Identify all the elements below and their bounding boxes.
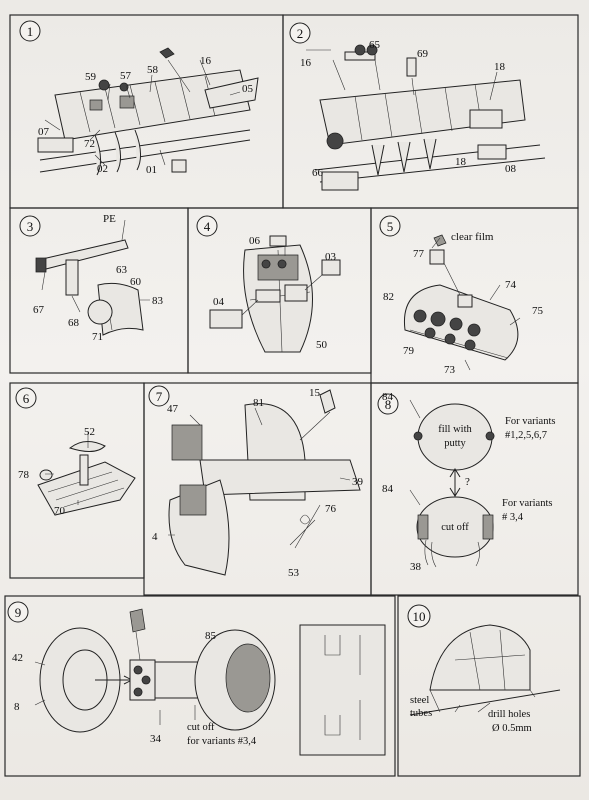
panel-7: 7 15 47 81 39 76 4 53 bbox=[143, 382, 372, 596]
label-63: 63 bbox=[116, 264, 128, 276]
label-02: 02 bbox=[97, 163, 108, 175]
label-53: 53 bbox=[288, 567, 300, 579]
label-84a: 84 bbox=[382, 391, 394, 403]
label-PE: PE bbox=[103, 213, 116, 225]
panel-9: 9 42 85 8 34 cut off for variants #3,4 bbox=[4, 595, 396, 777]
panel-10-number: 10 bbox=[413, 609, 426, 624]
label-77: 77 bbox=[413, 248, 425, 260]
label-70: 70 bbox=[54, 505, 66, 517]
label-15: 15 bbox=[309, 387, 321, 399]
panel-4-number-circle bbox=[196, 215, 218, 237]
cut-off-text-9: cut off bbox=[187, 722, 215, 733]
label-08: 08 bbox=[505, 163, 517, 175]
panel-6-number: 6 bbox=[23, 391, 30, 406]
panel-5: 5 clear film 77 74 82 75 79 73 bbox=[370, 207, 579, 384]
panel-7-number-circle bbox=[148, 385, 170, 407]
steel-text: steel bbox=[410, 695, 429, 706]
label-18b: 18 bbox=[455, 156, 467, 168]
label-66: 66 bbox=[312, 167, 324, 179]
label-82: 82 bbox=[383, 291, 394, 303]
variants-upper-line2: #1,2,5,6,7 bbox=[505, 430, 547, 441]
label-38: 38 bbox=[410, 561, 422, 573]
label-4: 4 bbox=[152, 531, 158, 543]
label-16: 16 bbox=[200, 55, 212, 67]
label-67: 67 bbox=[33, 304, 45, 316]
for-variants-text-9: for variants #3,4 bbox=[187, 736, 257, 747]
label-06: 06 bbox=[249, 235, 261, 247]
fill-with-text: fill with bbox=[438, 424, 472, 435]
panel-9-number-circle bbox=[7, 601, 29, 623]
panel-10-number-circle bbox=[407, 604, 431, 628]
label-8: 8 bbox=[14, 701, 20, 713]
diameter-text: Ø 0.5mm bbox=[492, 723, 532, 734]
label-79: 79 bbox=[403, 345, 415, 357]
label-05: 05 bbox=[242, 83, 254, 95]
variants-lower-line1: For variants bbox=[502, 498, 552, 509]
label-57: 57 bbox=[120, 70, 132, 82]
panel-6: 6 52 78 70 bbox=[9, 382, 145, 579]
label-75: 75 bbox=[532, 305, 544, 317]
label-52: 52 bbox=[84, 426, 95, 438]
label-03: 03 bbox=[325, 251, 337, 263]
variants-upper-line1: For variants bbox=[505, 416, 555, 427]
question-mark: ? bbox=[465, 476, 470, 488]
panel-3: 3 PE 63 60 67 68 71 83 bbox=[9, 207, 189, 374]
drill-holes-text: drill holes bbox=[488, 709, 530, 720]
label-58: 58 bbox=[147, 64, 159, 76]
panel-3-number: 3 bbox=[27, 219, 34, 234]
panel-8-number: 8 bbox=[385, 397, 392, 412]
panel-2-number: 2 bbox=[297, 26, 304, 41]
panel-10: 10 steel tubes drill holes Ø 0.5mm bbox=[397, 595, 581, 777]
label-78: 78 bbox=[18, 469, 30, 481]
label-39: 39 bbox=[352, 476, 364, 488]
panel-6-number-circle bbox=[15, 387, 37, 409]
panel-7-number: 7 bbox=[156, 389, 163, 404]
panel-2-number-circle bbox=[289, 22, 311, 44]
panel-8-number-circle bbox=[377, 393, 399, 415]
label-84b: 84 bbox=[382, 483, 394, 495]
label-85: 85 bbox=[205, 630, 217, 642]
label-83: 83 bbox=[152, 295, 164, 307]
label-73: 73 bbox=[444, 364, 456, 376]
label-47: 47 bbox=[167, 403, 179, 415]
panel-1: 1 16 59 57 58 05 07 72 02 01 bbox=[9, 14, 284, 209]
panel-5-number: 5 bbox=[387, 219, 394, 234]
label-74: 74 bbox=[505, 279, 517, 291]
panel-1-number: 1 bbox=[27, 24, 34, 39]
panel-1-number-circle bbox=[19, 20, 41, 42]
label-69: 69 bbox=[417, 48, 429, 60]
panel-8: 8 84 fill with putty 84 cut off 38 ? For… bbox=[370, 382, 579, 596]
label-clear-film: clear film bbox=[451, 231, 494, 243]
label-81: 81 bbox=[253, 397, 264, 409]
label-42: 42 bbox=[12, 652, 23, 664]
label-04: 04 bbox=[213, 296, 225, 308]
panel-4: 4 06 03 04 50 bbox=[187, 207, 372, 374]
label-01: 01 bbox=[146, 164, 157, 176]
label-71: 71 bbox=[92, 331, 103, 343]
label-65: 65 bbox=[369, 39, 381, 51]
panel-3-number-circle bbox=[19, 215, 41, 237]
putty-text: putty bbox=[444, 438, 466, 449]
label-16b: 16 bbox=[300, 57, 312, 69]
label-59: 59 bbox=[85, 71, 97, 83]
label-34: 34 bbox=[150, 733, 162, 745]
panel-9-number: 9 bbox=[15, 605, 22, 620]
label-60: 60 bbox=[130, 276, 142, 288]
label-07: 07 bbox=[38, 126, 50, 138]
panel-5-number-circle bbox=[379, 215, 401, 237]
variants-lower-line2: # 3,4 bbox=[502, 512, 524, 523]
label-72: 72 bbox=[84, 138, 95, 150]
panel-2: 2 16 65 69 18 18 08 66 bbox=[282, 14, 579, 209]
label-50: 50 bbox=[316, 339, 328, 351]
label-68: 68 bbox=[68, 317, 80, 329]
panel-4-number: 4 bbox=[204, 219, 211, 234]
tubes-text: tubes bbox=[410, 708, 432, 719]
label-76: 76 bbox=[325, 503, 337, 515]
cut-off-text: cut off bbox=[441, 522, 469, 533]
label-18a: 18 bbox=[494, 61, 506, 73]
